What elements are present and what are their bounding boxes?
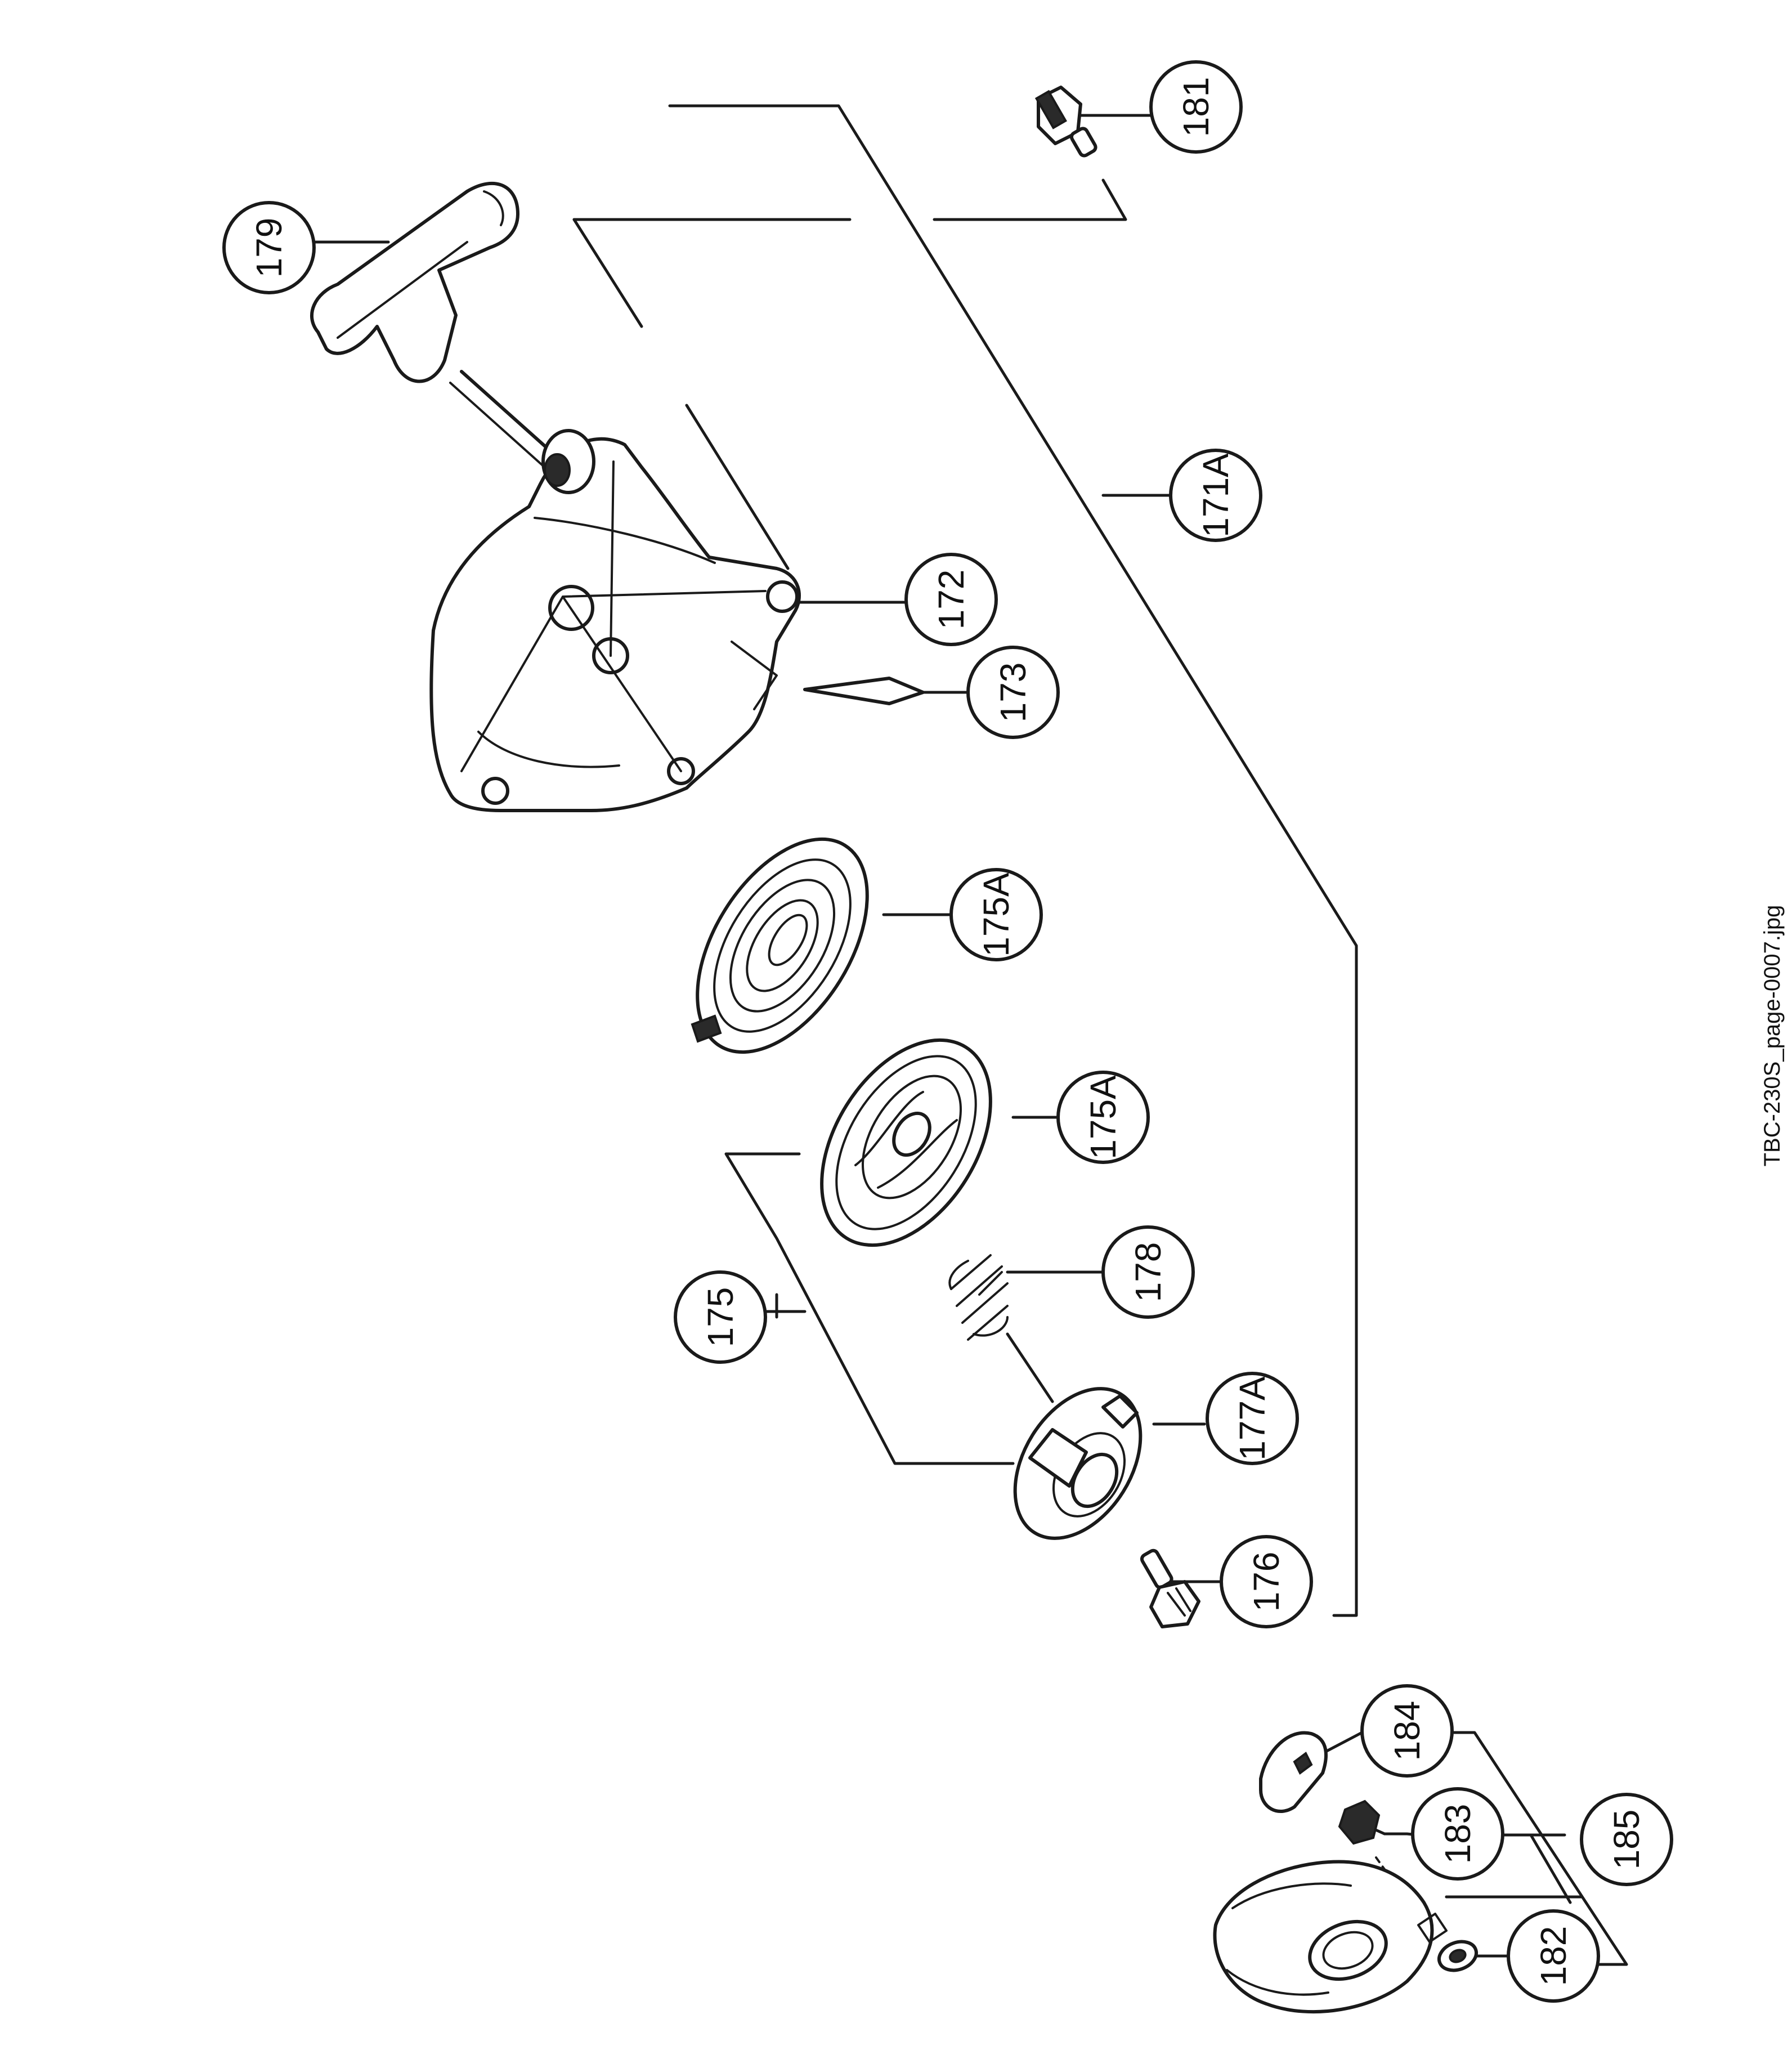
file-name-caption: TBC-230S_page-0007.jpg	[1760, 905, 1785, 1167]
callout-173: 173	[966, 646, 1060, 739]
callout-175A-pulley-circle	[1056, 1071, 1150, 1164]
callout-183-circle	[1411, 1787, 1504, 1881]
part-181-screw	[1034, 86, 1097, 158]
callout-181-circle	[1149, 60, 1243, 154]
part-176-screw	[1140, 1548, 1200, 1628]
callout-185-circle	[1580, 1793, 1673, 1886]
part-179-starter-handle	[310, 181, 570, 480]
callout-175A-spring: 175A	[949, 868, 1043, 961]
callout-185-label: 185	[1606, 1810, 1647, 1870]
callout-178-circle	[1101, 1225, 1195, 1319]
callout-181: 181	[1149, 60, 1243, 154]
callout-183-label: 183	[1437, 1804, 1478, 1864]
callout-173-label: 173	[993, 663, 1033, 723]
callout-176-label: 176	[1246, 1552, 1287, 1612]
callout-172: 172	[904, 553, 998, 646]
callout-175A-pulley: 175A	[1056, 1071, 1150, 1164]
callout-184: 184	[1360, 1684, 1454, 1778]
part-175A-recoil-spring	[691, 837, 869, 1054]
callout-175A-pulley-label: 175A	[1083, 1075, 1123, 1160]
callout-179-circle	[222, 201, 316, 294]
callout-184-circle	[1360, 1684, 1454, 1778]
part-177A-ratchet	[1013, 1387, 1143, 1540]
part-185-cover-assembly	[1213, 1731, 1478, 2014]
callout-182-circle	[1507, 1909, 1600, 2003]
callout-176: 176	[1220, 1535, 1313, 1628]
callout-177A-label: 177A	[1232, 1376, 1273, 1461]
callout-184-label: 184	[1387, 1701, 1427, 1761]
callout-182-label: 182	[1533, 1926, 1574, 1986]
callout-176-circle	[1220, 1535, 1313, 1628]
part-175A-pulley	[820, 1038, 992, 1247]
callout-177A: 177A	[1206, 1372, 1299, 1465]
callout-175-label: 175	[700, 1287, 741, 1348]
callout-178-label: 178	[1128, 1242, 1168, 1302]
callout-175: 175	[674, 1270, 767, 1364]
callout-172-label: 172	[931, 570, 971, 630]
part-171A-starter-housing	[429, 429, 801, 812]
callout-175A-spring-circle	[949, 868, 1043, 961]
callout-178: 178	[1101, 1225, 1195, 1319]
callout-179-label: 179	[249, 218, 289, 278]
callout-183: 183	[1411, 1787, 1504, 1881]
callout-171A-label: 171A	[1195, 453, 1236, 538]
part-173-pawl	[803, 677, 925, 705]
callout-173-circle	[966, 646, 1060, 739]
callout-185: 185	[1580, 1793, 1673, 1886]
callout-179: 179	[222, 201, 316, 294]
callout-171A: 171A	[1169, 449, 1262, 542]
callout-181-label: 181	[1176, 77, 1216, 137]
leader-lines	[311, 104, 1628, 1966]
callout-182: 182	[1507, 1909, 1600, 2003]
callout-175A-spring-label: 175A	[976, 872, 1016, 957]
part-178-spring	[948, 1254, 1009, 1341]
callout-172-circle	[904, 553, 998, 646]
callout-175-circle	[674, 1270, 767, 1364]
callout-171A-circle	[1169, 449, 1262, 542]
callout-177A-circle	[1206, 1372, 1299, 1465]
